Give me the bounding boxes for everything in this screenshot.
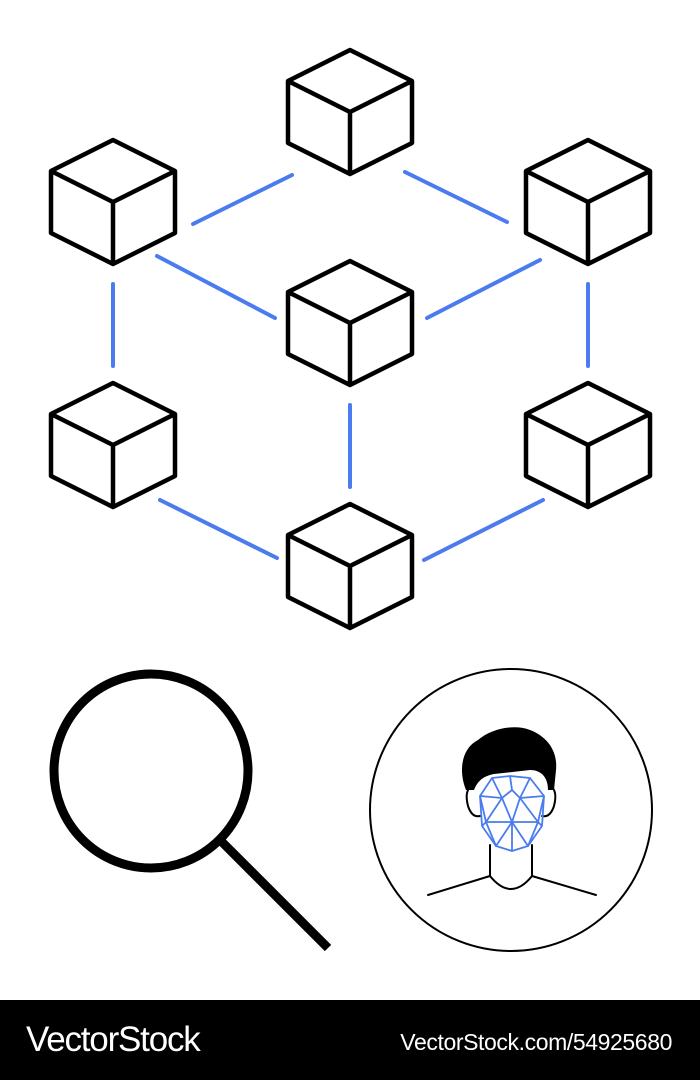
link-upper-right-center: [425, 258, 542, 320]
illustration: [0, 0, 653, 952]
block-node-lower-left: [51, 383, 175, 507]
network-links: [111, 170, 590, 562]
blockchain-network-icon: [51, 50, 650, 628]
magnifier-handle: [216, 836, 332, 952]
block-node-top: [288, 50, 412, 174]
block-node-lower-right: [526, 383, 650, 507]
link-upper-left-center: [155, 254, 277, 320]
link-top-upper-left: [191, 173, 294, 226]
watermark-footer: VectorStock VectorStock.com/54925680: [0, 1000, 700, 1080]
block-node-upper-left: [51, 140, 175, 264]
link-lower-right-bottom: [422, 498, 545, 562]
link-lower-left-bottom: [158, 498, 279, 560]
block-node-bottom: [288, 504, 412, 628]
face-mesh: [479, 775, 545, 852]
hair: [462, 727, 557, 790]
image-id-label: VectorStock.com/54925680: [400, 1029, 672, 1055]
avatar-circle: [369, 668, 653, 952]
brand-logo: VectorStock: [26, 1020, 201, 1059]
magnifier-lens: [49, 669, 253, 873]
magnifying-glass-icon: [49, 669, 332, 952]
block-node-center: [288, 261, 412, 385]
block-node-upper-right: [526, 140, 650, 264]
face-recognition-icon: [369, 668, 653, 952]
link-top-upper-right: [403, 170, 509, 224]
